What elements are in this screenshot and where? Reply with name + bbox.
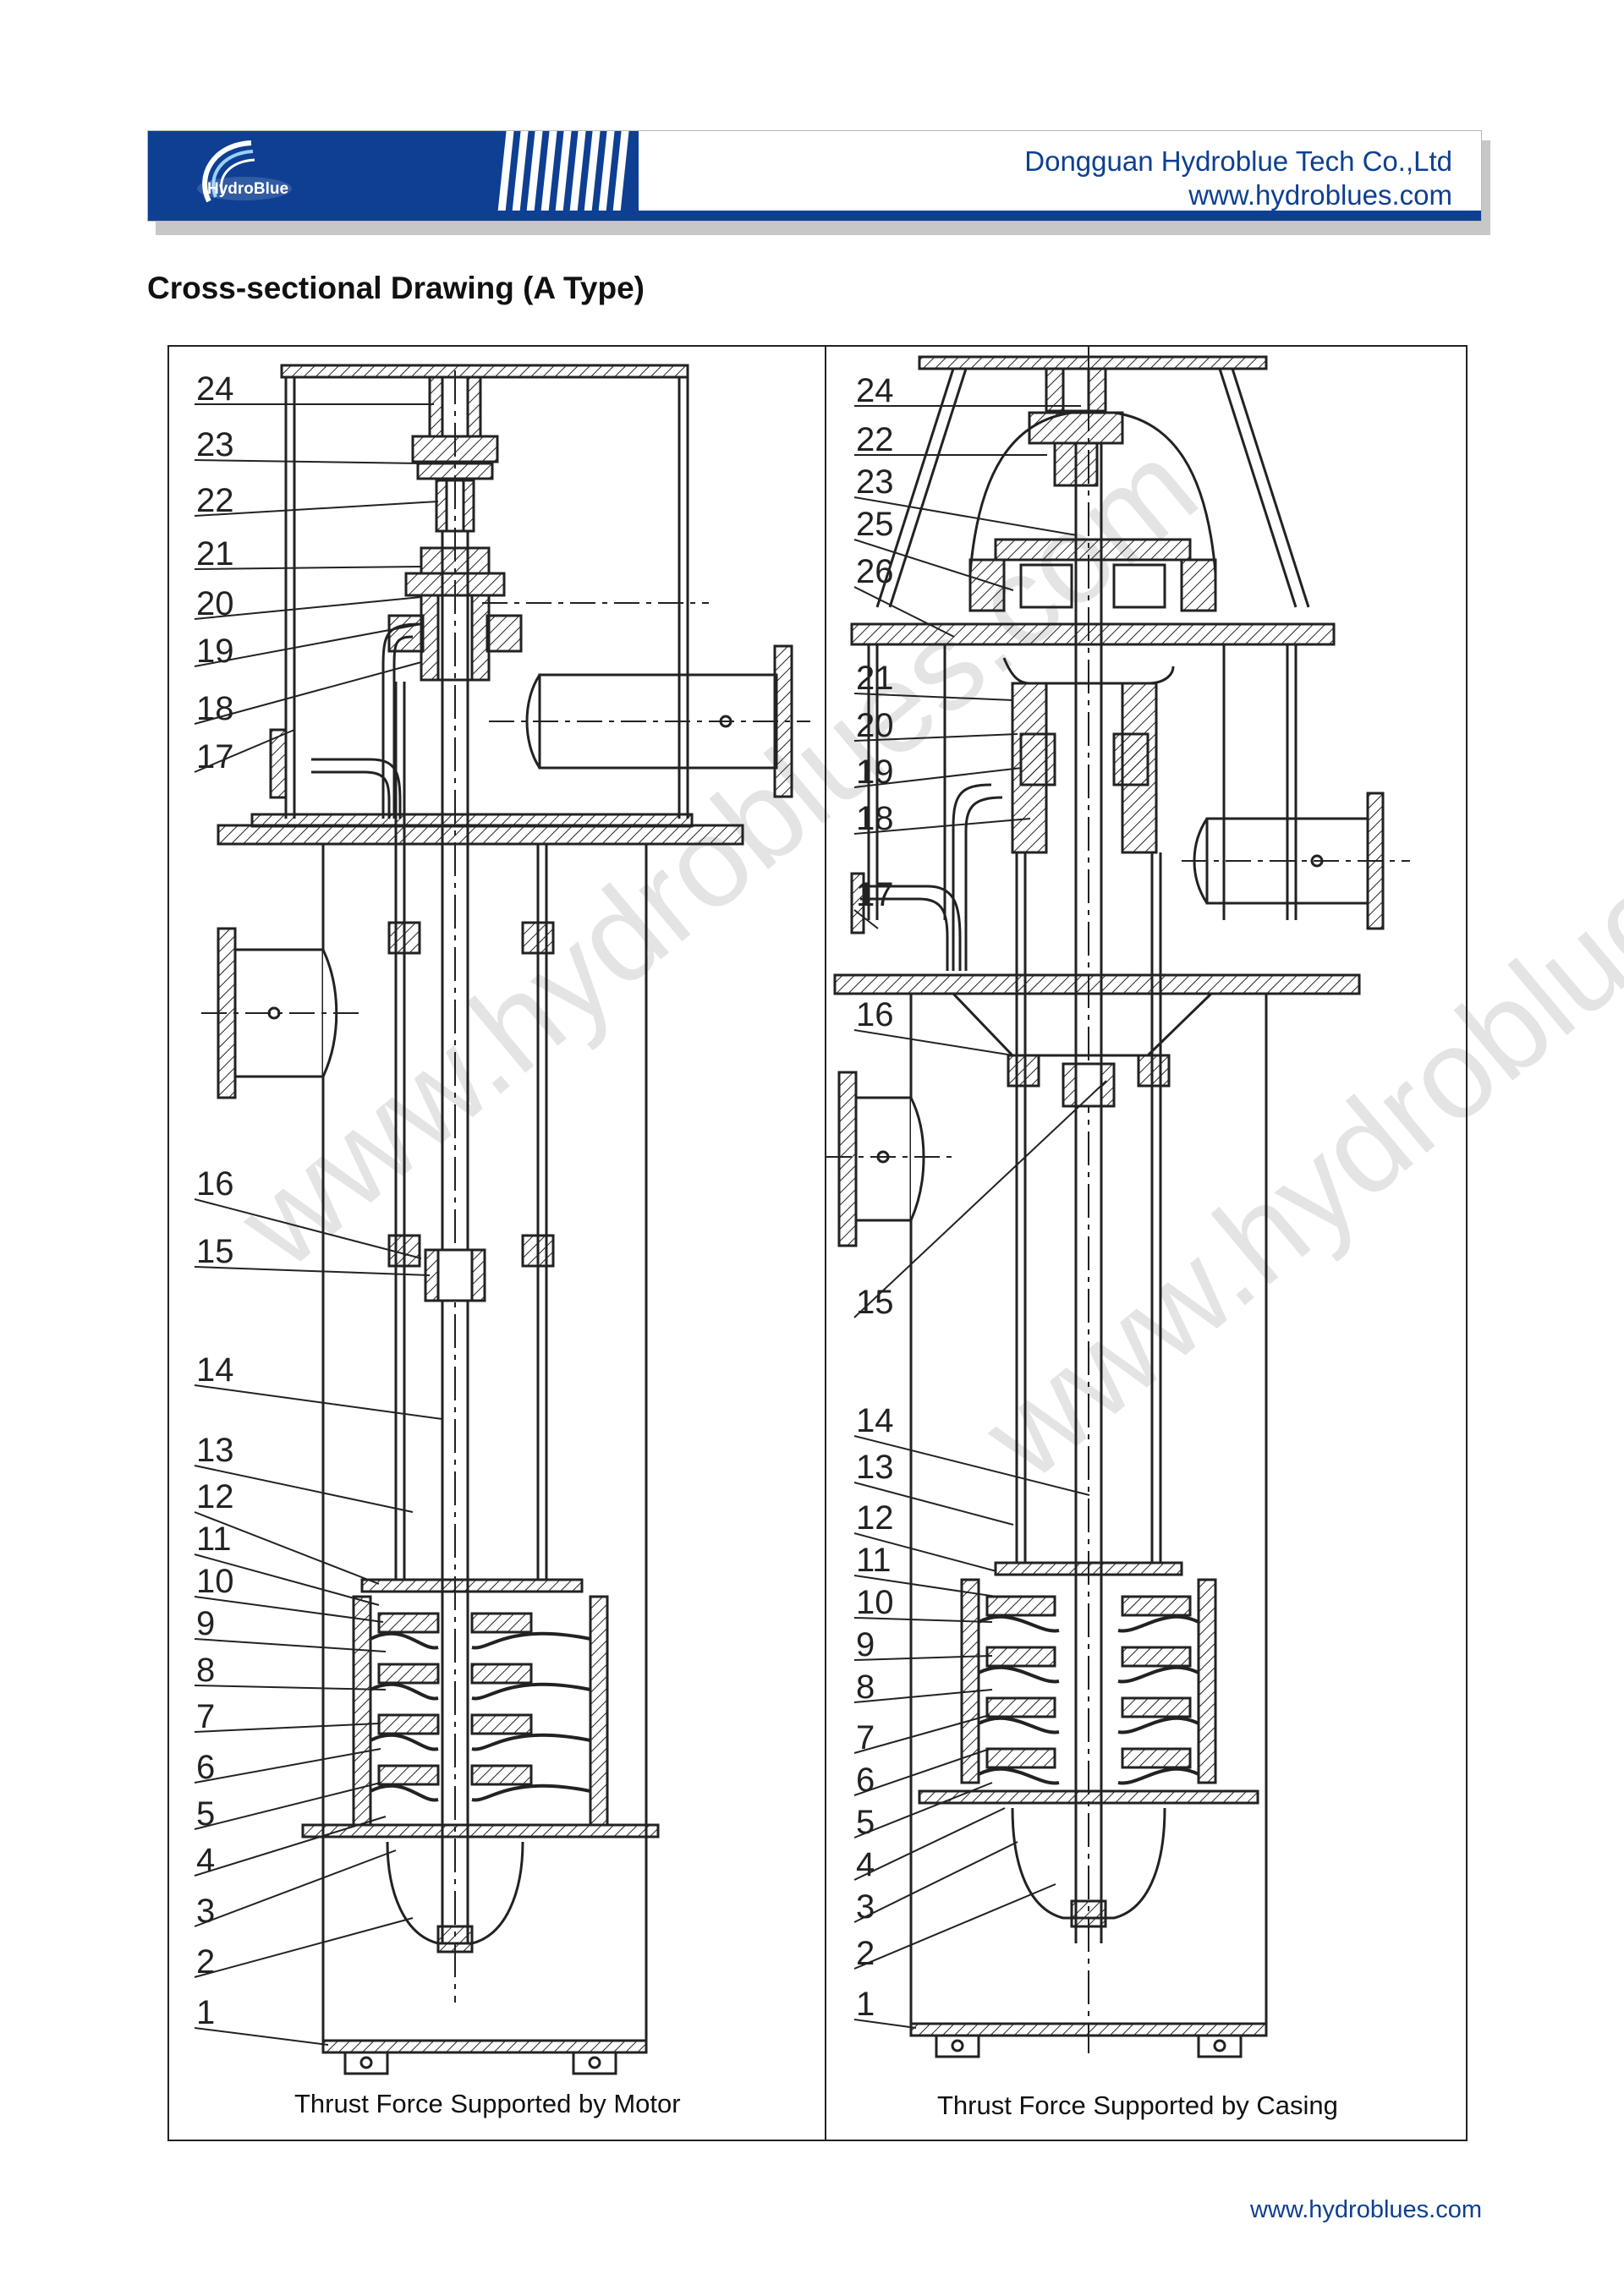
right-label: 24 [856,372,894,409]
left-label: 24 [196,370,234,408]
right-label: 2 [856,1935,875,1972]
left-label: 8 [196,1652,215,1689]
header-underline [148,211,1481,221]
right-label: 6 [856,1762,875,1799]
left-label: 20 [196,585,234,622]
right-label: 18 [856,800,894,837]
right-label: 16 [856,996,894,1033]
right-label: 4 [856,1846,875,1883]
right-label: 12 [856,1499,894,1537]
left-label: 7 [196,1698,215,1735]
left-label: 1 [196,1994,215,2031]
right-label: 13 [856,1449,894,1486]
company-name: Dongguan Hydroblue Tech Co.,Ltd [1024,145,1452,177]
left-label: 19 [196,633,234,670]
left-label: 21 [196,535,234,573]
company-info: Dongguan Hydroblue Tech Co.,Ltd www.hydr… [1024,145,1452,212]
header-stripes [497,131,629,221]
left-label: 6 [196,1749,215,1786]
footer-website[interactable]: www.hydroblues.com [1250,2196,1482,2223]
left-part-labels: 24 23 22 21 20 19 18 17 16 15 14 13 12 1… [196,370,234,2031]
company-website[interactable]: www.hydroblues.com [1188,179,1452,211]
cross-section-drawings: 24 23 22 21 20 19 18 17 16 15 14 13 12 1… [194,345,1410,2075]
left-leader-lines [194,403,443,2046]
hydroblue-logo: HydroBlue [197,140,292,203]
right-label: 25 [856,506,894,543]
right-label: 15 [856,1284,894,1321]
left-label: 22 [196,482,234,519]
right-pump-drawing [826,345,1410,2058]
right-label: 21 [856,660,894,697]
right-part-labels: 24 22 23 25 26 21 20 19 18 17 16 15 14 1… [856,372,894,2023]
right-label: 26 [856,553,894,590]
left-label: 17 [196,738,234,775]
right-label: 1 [856,1986,875,2023]
left-label: 18 [196,690,234,727]
left-label: 10 [196,1563,234,1600]
right-label: 8 [856,1669,875,1706]
page-header: HydroBlue Dongguan Hydroblue Tech Co.,Lt… [147,130,1482,222]
left-label: 12 [196,1478,234,1515]
right-caption: Thrust Force Supported by Casing [937,2091,1338,2120]
right-label: 14 [856,1402,894,1439]
right-label: 11 [856,1542,892,1579]
page-title: Cross-sectional Drawing (A Type) [147,271,645,305]
left-label: 2 [196,1943,215,1981]
right-label: 7 [856,1719,875,1756]
left-label: 5 [196,1795,215,1833]
left-label: 11 [196,1521,232,1558]
drawing-divider [825,345,826,2141]
left-label: 15 [196,1233,234,1270]
drawing-frame [167,345,1468,2141]
left-label: 4 [196,1842,215,1879]
left-label: 14 [196,1351,234,1389]
right-label: 17 [856,876,894,913]
right-label: 5 [856,1804,875,1841]
right-label: 3 [856,1888,875,1926]
left-caption: Thrust Force Supported by Motor [294,2089,681,2118]
right-label: 20 [856,707,894,744]
right-label: 9 [856,1626,875,1663]
right-label: 22 [856,421,894,458]
right-label: 23 [856,463,894,501]
left-label: 23 [196,426,234,463]
header-brand-panel: HydroBlue [148,131,639,221]
left-label: 13 [196,1432,234,1469]
left-pump-drawing [201,364,810,2075]
right-label: 10 [856,1584,894,1621]
logo-text: HydroBlue [207,180,288,198]
left-label: 3 [196,1893,215,1930]
left-label: 16 [196,1165,234,1203]
left-label: 9 [196,1605,215,1642]
right-label: 19 [856,753,894,791]
right-leader-lines [853,405,1107,2029]
